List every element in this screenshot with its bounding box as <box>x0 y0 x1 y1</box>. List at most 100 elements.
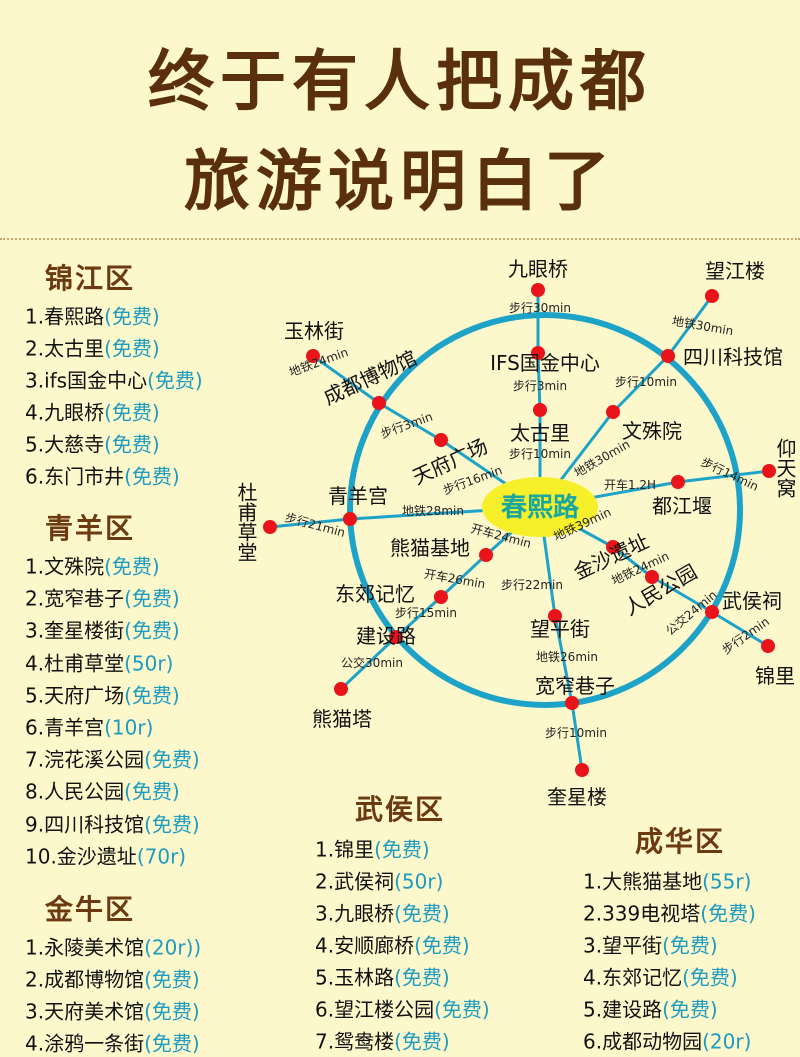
station-dot <box>761 639 775 653</box>
route-line <box>536 352 542 411</box>
list-item: 5.大慈寺(免费) <box>25 429 160 458</box>
route-line <box>611 354 670 414</box>
item-fee: (免费) <box>662 997 718 1022</box>
list-item: 2.宽窄巷子(免费) <box>25 583 180 612</box>
item-name: 2.339电视塔 <box>583 901 701 926</box>
station-dot <box>533 403 547 417</box>
item-name: 1.永陵美术馆 <box>25 935 145 960</box>
item-name: 5.玉林路 <box>315 965 395 990</box>
station-dot <box>548 609 562 623</box>
route-line <box>612 545 653 579</box>
item-name: 6.东门市井 <box>25 464 125 489</box>
item-name: 5.大慈寺 <box>25 432 105 457</box>
item-name: 2.宽窄巷子 <box>25 586 125 611</box>
station-dot <box>606 540 620 554</box>
item-fee: (免费) <box>144 1031 200 1056</box>
station-label: 锦里 <box>755 664 795 688</box>
station-label: 宽窄巷子 <box>535 674 615 698</box>
item-fee: (免费) <box>124 779 180 804</box>
list-item: 4.东郊记忆(免费) <box>583 962 738 991</box>
list-item: 3.九眼桥(免费) <box>315 898 450 927</box>
item-fee: (免费) <box>147 368 203 393</box>
list-item: 7.浣花溪公园(免费) <box>25 744 200 773</box>
list-item: 4.涂鸦一条街(免费) <box>25 1028 200 1057</box>
route-line <box>269 517 351 529</box>
item-name: 3.望平街 <box>583 933 663 958</box>
list-item: 2.武侯祠(50r) <box>315 866 443 895</box>
list-item: 5.玉林路(免费) <box>315 962 450 991</box>
route-time-label: 地铁26min <box>536 650 598 664</box>
item-fee: (免费) <box>124 683 180 708</box>
station-label: 武侯祠 <box>722 589 782 613</box>
item-fee: (免费) <box>394 965 450 990</box>
station-label: 都江堰 <box>652 494 712 518</box>
list-item: 2.成都博物馆(免费) <box>25 964 200 993</box>
route-time-label: 地铁30min <box>671 314 734 339</box>
route-line <box>677 469 770 484</box>
item-name: 7.鸳鸯楼 <box>315 1029 395 1054</box>
item-name: 2.太古里 <box>25 336 105 361</box>
item-fee: (免费) <box>144 967 200 992</box>
item-name: 4.杜甫草堂 <box>25 651 125 676</box>
item-name: 6.望江楼公园 <box>315 997 435 1022</box>
item-fee: (免费) <box>124 464 180 489</box>
item-name: 1.文殊院 <box>25 554 105 579</box>
station-dot <box>306 349 320 363</box>
station-dot <box>565 696 579 710</box>
item-name: 3.奎星楼街 <box>25 618 125 643</box>
district-header: 锦江区 <box>44 262 136 295</box>
station-label: 熊猫塔 <box>312 707 372 731</box>
station-dot <box>531 346 545 360</box>
station-dot <box>705 605 719 619</box>
list-item: 2.339电视塔(免费) <box>583 898 756 927</box>
station-label: 东郊记忆 <box>335 582 415 606</box>
item-name: 4.安顺廊桥 <box>315 933 415 958</box>
item-name: 10.金沙遗址 <box>25 844 137 869</box>
item-name: 3.天府美术馆 <box>25 999 145 1024</box>
list-item: 8.人民公园(免费) <box>25 776 180 805</box>
list-item: 5.建设路(免费) <box>583 994 718 1023</box>
item-fee: (免费) <box>434 997 490 1022</box>
station-dot <box>575 763 589 777</box>
list-item: 7.鸳鸯楼(免费) <box>315 1026 450 1055</box>
route-time-label: 步行15min <box>395 606 457 620</box>
list-item: 6.东门市井(免费) <box>25 461 180 490</box>
item-name: 6.青羊宫 <box>25 715 105 740</box>
station-dot <box>372 396 386 410</box>
route-time-label: 开车1.2H <box>604 477 656 492</box>
item-name: 4.九眼桥 <box>25 400 105 425</box>
item-fee: (免费) <box>700 901 756 926</box>
station-dot <box>762 464 776 478</box>
station-dot <box>531 283 545 297</box>
item-fee: (免费) <box>414 933 470 958</box>
route-time-label: 步行22min <box>501 578 563 592</box>
item-fee: (10r) <box>104 715 154 740</box>
district-header: 武侯区 <box>354 793 446 826</box>
route-time-label: 步行3min <box>379 409 435 441</box>
route-time-label: 步行10min <box>615 375 677 389</box>
route-line <box>666 295 714 357</box>
item-fee: (免费) <box>104 432 160 457</box>
item-name: 4.涂鸦一条街 <box>25 1031 145 1056</box>
center-hub <box>482 477 598 537</box>
item-fee: (免费) <box>144 812 200 837</box>
station-dot <box>434 590 448 604</box>
item-fee: (免费) <box>374 837 430 862</box>
route-line <box>339 635 398 691</box>
route-line <box>312 354 380 405</box>
district-header: 金牛区 <box>44 893 136 926</box>
route-time-label: 步行21min <box>283 510 346 540</box>
list-item: 3.奎星楼街(免费) <box>25 615 180 644</box>
list-item: 4.杜甫草堂(50r) <box>25 647 173 676</box>
station-dot <box>645 570 659 584</box>
item-fee: (70r) <box>136 844 187 869</box>
item-fee: (免费) <box>394 1029 450 1054</box>
route-time-label: 地铁30min <box>572 437 633 480</box>
item-name: 5.建设路 <box>583 997 663 1022</box>
item-fee: (免费) <box>662 933 718 958</box>
item-fee: (免费) <box>682 965 738 990</box>
list-item: 4.九眼桥(免费) <box>25 397 160 426</box>
item-name: 7.浣花溪公园 <box>25 747 145 772</box>
station-dot <box>389 630 403 644</box>
center-label: 春熙路 <box>501 492 580 523</box>
